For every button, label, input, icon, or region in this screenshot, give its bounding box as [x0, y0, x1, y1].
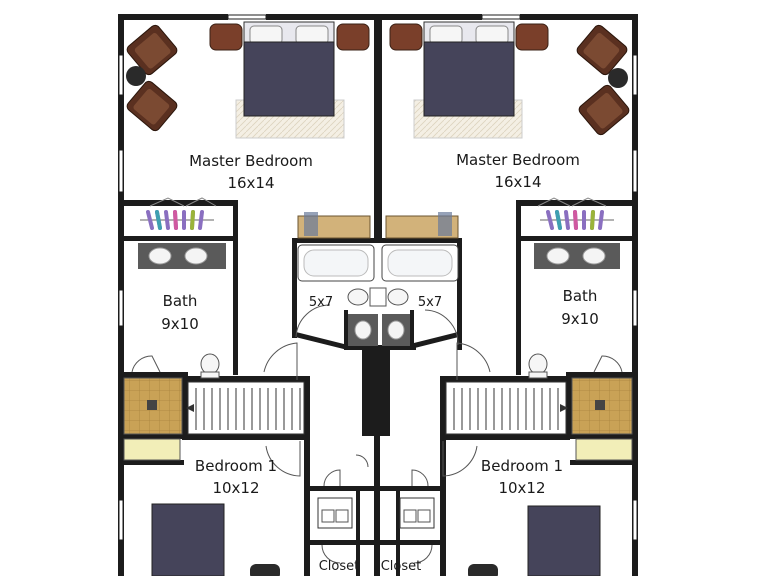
- armchair: [126, 80, 178, 132]
- side-table: [608, 68, 628, 88]
- laundry-right: [399, 497, 435, 529]
- closet-label: Closet: [319, 559, 360, 574]
- stairs-left: [186, 381, 305, 435]
- closet-hangers-right: [537, 197, 614, 230]
- toilet: [387, 288, 409, 306]
- room-name: Bath: [563, 287, 598, 305]
- room-name: Master Bedroom: [189, 152, 313, 170]
- room-name: Bath: [163, 292, 198, 310]
- room-size: 16x14: [494, 173, 541, 191]
- sink: [582, 247, 606, 265]
- master-bedroom-left: Master Bedroom 16x14: [126, 21, 370, 192]
- linen-shelf: [123, 438, 181, 461]
- drain-icon: [147, 400, 157, 410]
- room-name: Bedroom 1: [195, 457, 277, 475]
- armchair: [578, 84, 630, 136]
- room-size: 9x10: [561, 310, 599, 328]
- bath-left: Bath 9x10: [123, 243, 226, 461]
- room-size: 9x10: [161, 315, 199, 333]
- master-bedroom-right: Master Bedroom 16x14: [389, 21, 630, 191]
- closet-label: Closet: [381, 559, 422, 574]
- arrow-left-icon: [186, 404, 194, 412]
- nightstand: [336, 23, 370, 51]
- nightstand: [468, 564, 498, 576]
- center-tub-area: 5x7 5x7: [297, 212, 459, 346]
- room-name: Bedroom 1: [481, 457, 563, 475]
- drain-icon: [595, 400, 605, 410]
- bath-right: Bath 9x10: [528, 243, 633, 461]
- bedroom1-left: Bedroom 1 10x12: [151, 457, 280, 576]
- room-name: Master Bedroom: [456, 151, 580, 169]
- doors: [131, 304, 623, 564]
- laundry-left: [317, 497, 353, 529]
- bed: [527, 505, 601, 576]
- toilet: [200, 353, 220, 379]
- sink: [148, 247, 172, 265]
- arrow-right-icon: [560, 404, 568, 412]
- room-size: 10x12: [498, 479, 545, 497]
- toilet: [347, 288, 369, 306]
- sink: [184, 247, 208, 265]
- nightstand: [250, 564, 280, 576]
- walls: [118, 14, 638, 576]
- bedroom1-right: Bedroom 1 10x12: [468, 457, 601, 576]
- nightstand: [389, 23, 423, 51]
- linen-shelf: [575, 438, 633, 461]
- armchair: [126, 24, 178, 76]
- armchair: [576, 24, 628, 76]
- side-table: [126, 66, 146, 86]
- nightstand: [209, 23, 243, 51]
- nightstand: [515, 23, 549, 51]
- room-size: 16x14: [227, 174, 274, 192]
- room-size: 10x12: [212, 479, 259, 497]
- toilet: [528, 353, 548, 379]
- bed: [151, 503, 225, 576]
- room-size: 5x7: [418, 295, 442, 310]
- room-size: 5x7: [309, 295, 333, 310]
- sink: [546, 247, 570, 265]
- stairs-right: [445, 381, 568, 435]
- closet-hangers-left: [140, 197, 217, 230]
